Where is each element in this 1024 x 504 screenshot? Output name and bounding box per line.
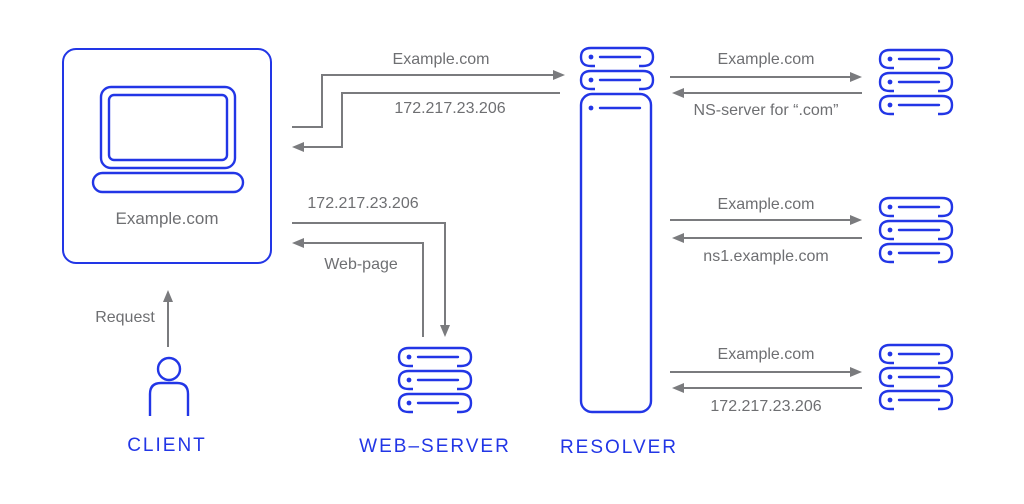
query-label-auth-ns: Example.com bbox=[717, 346, 815, 363]
laptop-icon bbox=[91, 85, 245, 194]
query-label-tld-ns: Example.com bbox=[717, 196, 815, 213]
client-device-label: Example.com bbox=[115, 209, 219, 228]
web-server-icon bbox=[397, 346, 473, 414]
response-label-webserver-client: Web-page bbox=[324, 256, 398, 273]
query-label-client-resolver: Example.com bbox=[392, 51, 490, 68]
client-label: CLIENT bbox=[127, 435, 207, 456]
response-label-resolver-client: 172.217.23.206 bbox=[394, 100, 506, 117]
web-server-label: WEB–SERVER bbox=[359, 436, 511, 457]
client-box: Example.com bbox=[62, 48, 272, 264]
request-label: Request bbox=[95, 309, 155, 326]
arrow-resolver-to-client bbox=[292, 92, 560, 152]
query-label-root-ns: Example.com bbox=[717, 51, 815, 68]
resolver-icon bbox=[579, 46, 655, 414]
response-label-root-ns: NS-server for “.com” bbox=[693, 102, 839, 119]
tld-ns-server-icon bbox=[878, 196, 954, 264]
arrow-webserver-to-client bbox=[292, 238, 424, 337]
response-label-tld-ns: ns1.example.com bbox=[703, 248, 829, 265]
resolver-label: RESOLVER bbox=[559, 437, 679, 458]
response-label-auth-ns: 172.217.23.206 bbox=[710, 398, 822, 415]
request-label-client-webserver: 172.217.23.206 bbox=[307, 195, 419, 212]
person-icon bbox=[148, 356, 190, 416]
arrow-client-to-webserver bbox=[292, 222, 450, 337]
root-ns-server-icon bbox=[878, 48, 954, 116]
arrow-client-to-resolver bbox=[292, 70, 565, 128]
auth-ns-server-icon bbox=[878, 343, 954, 411]
